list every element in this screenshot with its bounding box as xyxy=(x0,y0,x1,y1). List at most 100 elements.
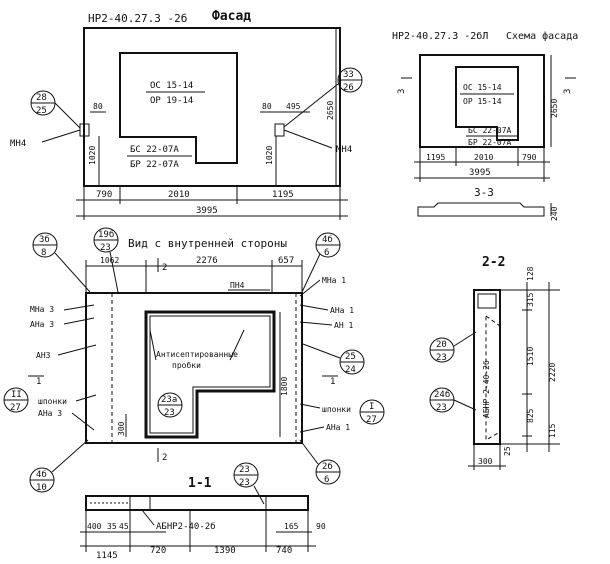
section11-mark: АБНР2-40-2б xyxy=(156,521,216,532)
svg-text:23: 23 xyxy=(239,478,250,488)
facade-dim-3995: 3995 xyxy=(196,206,218,216)
facade-panel-outline xyxy=(83,27,341,187)
section11-dim-400: 400 xyxy=(87,522,102,531)
svg-text:6: 6 xyxy=(324,248,329,258)
scheme-opening-1: ОС 15-14 xyxy=(463,83,502,92)
section22-dim-1510: 1510 xyxy=(526,347,535,366)
inner-title: Вид с внутренней стороны xyxy=(128,237,287,250)
section11-dim-1145: 1145 xyxy=(96,551,118,561)
section11-dim-720: 720 xyxy=(150,546,166,556)
inner-sec2-bot: 2 xyxy=(162,453,167,463)
callout-19b-23: 19б 23 xyxy=(93,227,119,293)
facade-opening xyxy=(119,52,238,164)
svg-text:3б: 3б xyxy=(39,234,50,245)
scheme-section-label: 3-3 xyxy=(474,186,494,199)
section22-title: 2-2 xyxy=(482,255,505,270)
facade-callout-right-bot: 26 xyxy=(343,83,354,93)
inner-ana1-2: АНа 1 xyxy=(326,423,350,432)
callout-4b-6: 4б 6 xyxy=(301,232,341,293)
inner-ana3-1: АНа 3 xyxy=(30,320,54,329)
scheme-mark: НР2-40.27.3 -2бЛ xyxy=(392,30,488,42)
facade-opening-label-1: ОС 15-14 xyxy=(150,81,193,91)
callout-3b-8: 3б 8 xyxy=(32,232,91,293)
svg-text:23: 23 xyxy=(436,403,447,413)
inner-pn4: ПН4 xyxy=(230,281,245,290)
section22-dim-128: 128 xyxy=(526,266,535,281)
callout-II-27: II 27 xyxy=(3,387,29,413)
inner-mna1: МНа 1 xyxy=(322,276,346,285)
section11-dim-1390: 1390 xyxy=(214,546,236,556)
section-1-1: 1-1 АБНР2-40-2б 400 35 45 165 90 1145 72… xyxy=(80,476,326,561)
svg-text:8: 8 xyxy=(41,248,46,258)
svg-text:2б: 2б xyxy=(322,461,333,472)
facade-dim-2010: 2010 xyxy=(168,190,190,200)
svg-text:20: 20 xyxy=(436,340,447,350)
inner-dim-1800: 1800 xyxy=(280,377,289,396)
section22-dim-300: 300 xyxy=(478,457,493,466)
callout-24b-23: 24б 23 xyxy=(429,387,477,413)
facade-dim-2650: 2650 xyxy=(326,101,335,120)
callout-I-27: I 27 xyxy=(359,399,385,425)
svg-text:27: 27 xyxy=(10,403,21,413)
scheme-section-profile xyxy=(417,202,545,217)
inner-mna3-1: МНа 3 xyxy=(30,305,54,314)
section22-dim-2220: 2220 xyxy=(548,363,557,382)
scheme-opening xyxy=(455,66,519,141)
facade-title: Фасад xyxy=(212,9,251,24)
inner-sec2-top: 2 xyxy=(162,263,167,273)
scheme-title: Схема фасада xyxy=(506,30,578,42)
section11-title: 1-1 xyxy=(188,476,212,491)
facade-dim-1195: 1195 xyxy=(272,190,294,200)
svg-text:27: 27 xyxy=(366,415,377,425)
scheme-sec-left: 3 xyxy=(397,89,407,94)
svg-text:10: 10 xyxy=(36,483,47,493)
section-2-2: 2-2 АБНР 2-40-2б 20 23 24б 23 128 315 15… xyxy=(429,255,560,470)
inner-dim-657: 657 xyxy=(278,256,294,266)
inner-sec1-right: 1 xyxy=(330,377,335,387)
scheme-panel-outline xyxy=(419,54,545,148)
scheme-dim-240: 240 xyxy=(550,206,559,221)
scheme-door-2: БР 22-07А xyxy=(468,138,512,147)
section22-mark: АБНР 2-40-2б xyxy=(481,360,491,418)
scheme-dim-2010: 2010 xyxy=(474,153,493,162)
facade-dim-80-right: 80 xyxy=(262,102,272,111)
inner-panel-outline xyxy=(85,292,303,444)
callout-25-24: 25 24 xyxy=(302,343,365,375)
facade-dim-1020-left: 1020 xyxy=(88,146,97,165)
facade-callout-left-top: 28 xyxy=(36,93,47,103)
svg-text:II: II xyxy=(11,390,22,400)
facade-callout-right-top: 33 xyxy=(343,70,354,80)
inner-dim-2276: 2276 xyxy=(196,256,218,266)
inner-ana1-1: АНа 1 xyxy=(330,306,354,315)
callout-23-23: 23 23 xyxy=(233,462,265,505)
scheme-dim-1195: 1195 xyxy=(426,153,445,162)
inner-dim-300: 300 xyxy=(117,421,126,436)
callout-4b-10: 4б 10 xyxy=(29,439,89,493)
svg-text:23: 23 xyxy=(164,408,175,418)
inner-an3: АН3 xyxy=(36,351,51,360)
svg-text:23: 23 xyxy=(239,465,250,475)
facade-callout-left-bot: 25 xyxy=(36,106,47,116)
svg-text:25: 25 xyxy=(345,352,356,362)
section22-dim-315: 315 xyxy=(526,292,535,307)
svg-text:24: 24 xyxy=(345,365,356,375)
inner-opening xyxy=(144,310,276,439)
section11-dim-740: 740 xyxy=(276,546,292,556)
scheme-view: НР2-40.27.3 -2бЛ Схема фасада ОС 15-14 О… xyxy=(392,30,578,221)
callout-20-23: 20 23 xyxy=(429,331,477,363)
callout-2b-6: 2б 6 xyxy=(299,439,341,485)
scheme-dim-2650: 2650 xyxy=(550,99,559,118)
svg-text:4б: 4б xyxy=(36,469,47,480)
inner-an1: АН 1 xyxy=(334,321,353,330)
section22-dim-825: 825 xyxy=(526,408,535,423)
inner-dim-1062: 1062 xyxy=(100,256,119,265)
inner-ana3-2: АНа 3 xyxy=(38,409,62,418)
scheme-sec-right: 3 xyxy=(563,89,573,94)
facade-mark: НР2-40.27.3 -2б xyxy=(88,12,187,25)
facade-dim-80-left: 80 xyxy=(93,102,103,111)
section11-dim-45: 45 xyxy=(119,522,129,531)
section11-dim-165: 165 xyxy=(284,522,299,531)
svg-text:4б: 4б xyxy=(322,234,333,245)
inner-antiseptic-2: пробки xyxy=(172,360,201,370)
svg-text:I: I xyxy=(369,402,374,412)
